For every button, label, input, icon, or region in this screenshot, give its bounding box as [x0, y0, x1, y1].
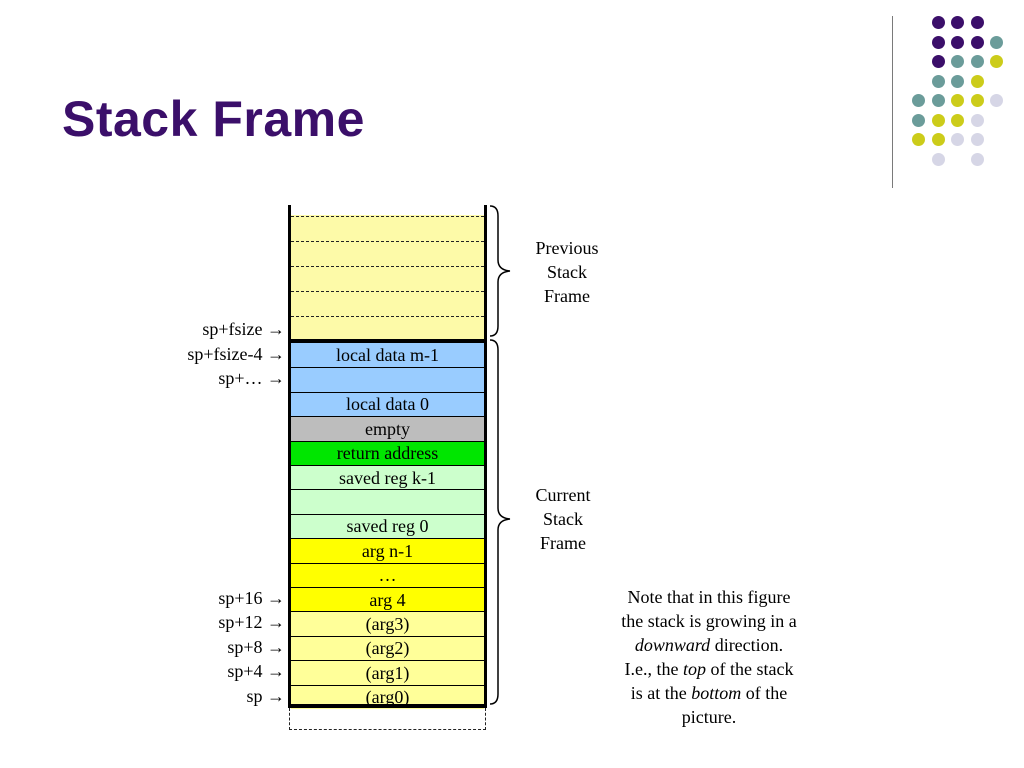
previous-stack-frame-label: Previous Stack Frame: [535, 238, 599, 306]
note-line: picture.: [681, 707, 737, 727]
decorative-dot: [951, 133, 964, 146]
stack-cell: (arg1): [291, 660, 484, 685]
address-label-sp-8: sp+8 →: [227, 637, 285, 657]
slide-title: Stack Frame: [62, 91, 365, 147]
decorative-dot: [970, 152, 984, 166]
note-line: I.e., the top of the stack: [598, 657, 820, 681]
address-label-sp-ellipsis: sp+… →: [218, 368, 285, 388]
decorative-dot: [970, 35, 984, 49]
note-text: of the: [741, 683, 788, 703]
stack-cell: (arg3): [291, 611, 484, 636]
note-text: of the stack: [706, 659, 794, 679]
stack-cell: [291, 367, 484, 392]
address-label-sp: sp →: [246, 686, 285, 706]
decorative-dot: [951, 35, 964, 49]
decorative-dot: [912, 94, 925, 107]
address-label-sp-12: sp+12 →: [218, 612, 285, 632]
decorative-dot: [990, 94, 1003, 107]
note-line: Note that in this figure: [627, 587, 791, 607]
previous-frame-divider: [291, 216, 484, 217]
stack-cell: (arg2): [291, 635, 484, 661]
decorative-dot: [931, 133, 945, 146]
decorative-dot: [951, 55, 964, 68]
stack-growth-note: Note that in this figure the stack is gr…: [598, 585, 820, 729]
decorative-dot: [912, 113, 925, 127]
decorative-dot: [931, 94, 945, 107]
decorative-dot: [912, 133, 925, 146]
note-line: is at the bottom of the: [598, 681, 820, 705]
decorative-divider: [892, 16, 893, 188]
note-text: I.e., the: [624, 659, 683, 679]
decorative-dot: [990, 55, 1003, 68]
decorative-dot: [951, 74, 964, 88]
decorative-dot: [931, 74, 945, 88]
decorative-dot: [931, 55, 945, 68]
decorative-dot: [931, 16, 945, 29]
previous-frame-divider: [291, 291, 484, 292]
frame-boundary-line: [288, 339, 487, 343]
address-label-sp-fsize: sp+fsize →: [202, 319, 285, 339]
decorative-dot: [970, 94, 984, 107]
stack-cell: local data 0: [291, 391, 484, 417]
stack-cell: saved reg 0: [291, 513, 484, 539]
previous-frame-brace: [489, 205, 511, 337]
decorative-dot: [970, 133, 984, 146]
decorative-dot: [970, 74, 984, 88]
stack-cell: return address: [291, 440, 484, 465]
decorative-dot: [951, 113, 964, 127]
stack-cell: local data m-1: [291, 343, 484, 368]
decorative-dot: [951, 94, 964, 107]
stack-cell: …: [291, 562, 484, 587]
stack-cell: arg n-1: [291, 538, 484, 563]
note-emphasis: downward: [634, 635, 711, 655]
address-label-sp-fsize-4: sp+fsize-4 →: [187, 344, 285, 364]
previous-frame-divider: [291, 266, 484, 267]
decorative-dot: [931, 113, 945, 127]
stack-cell: arg 4: [291, 587, 484, 612]
previous-frame-divider: [291, 316, 484, 317]
decorative-dot: [990, 35, 1003, 49]
stack-cell: [291, 489, 484, 514]
previous-stack-frame-area: [291, 215, 484, 340]
decorative-dot: [951, 16, 964, 29]
address-label-sp-4: sp+4 →: [227, 661, 285, 681]
stack-left-wall: [288, 205, 291, 707]
note-emphasis: bottom: [691, 683, 742, 703]
note-line: downward direction.: [598, 633, 820, 657]
stack-cell: empty: [291, 416, 484, 441]
previous-frame-divider: [291, 241, 484, 242]
decorative-dot: [970, 55, 984, 68]
decorative-dot: [931, 35, 945, 49]
decorative-dot: [970, 16, 984, 29]
next-frame-dashed-box: [289, 708, 486, 730]
frame-braces: [489, 205, 511, 705]
stack-bottom-line: [288, 704, 487, 708]
note-text: is at the: [630, 683, 692, 703]
decorative-dot: [970, 113, 984, 127]
decorative-dot: [931, 152, 945, 166]
stack-right-wall: [484, 205, 487, 707]
note-line: the stack is growing in a: [621, 611, 797, 631]
current-stack-frame-label: Current Stack Frame: [535, 485, 591, 553]
address-label-sp-16: sp+16 →: [218, 588, 285, 608]
note-text: direction.: [710, 635, 784, 655]
note-emphasis: top: [683, 659, 707, 679]
current-frame-brace: [489, 339, 511, 705]
stack-cell: saved reg k-1: [291, 465, 484, 490]
